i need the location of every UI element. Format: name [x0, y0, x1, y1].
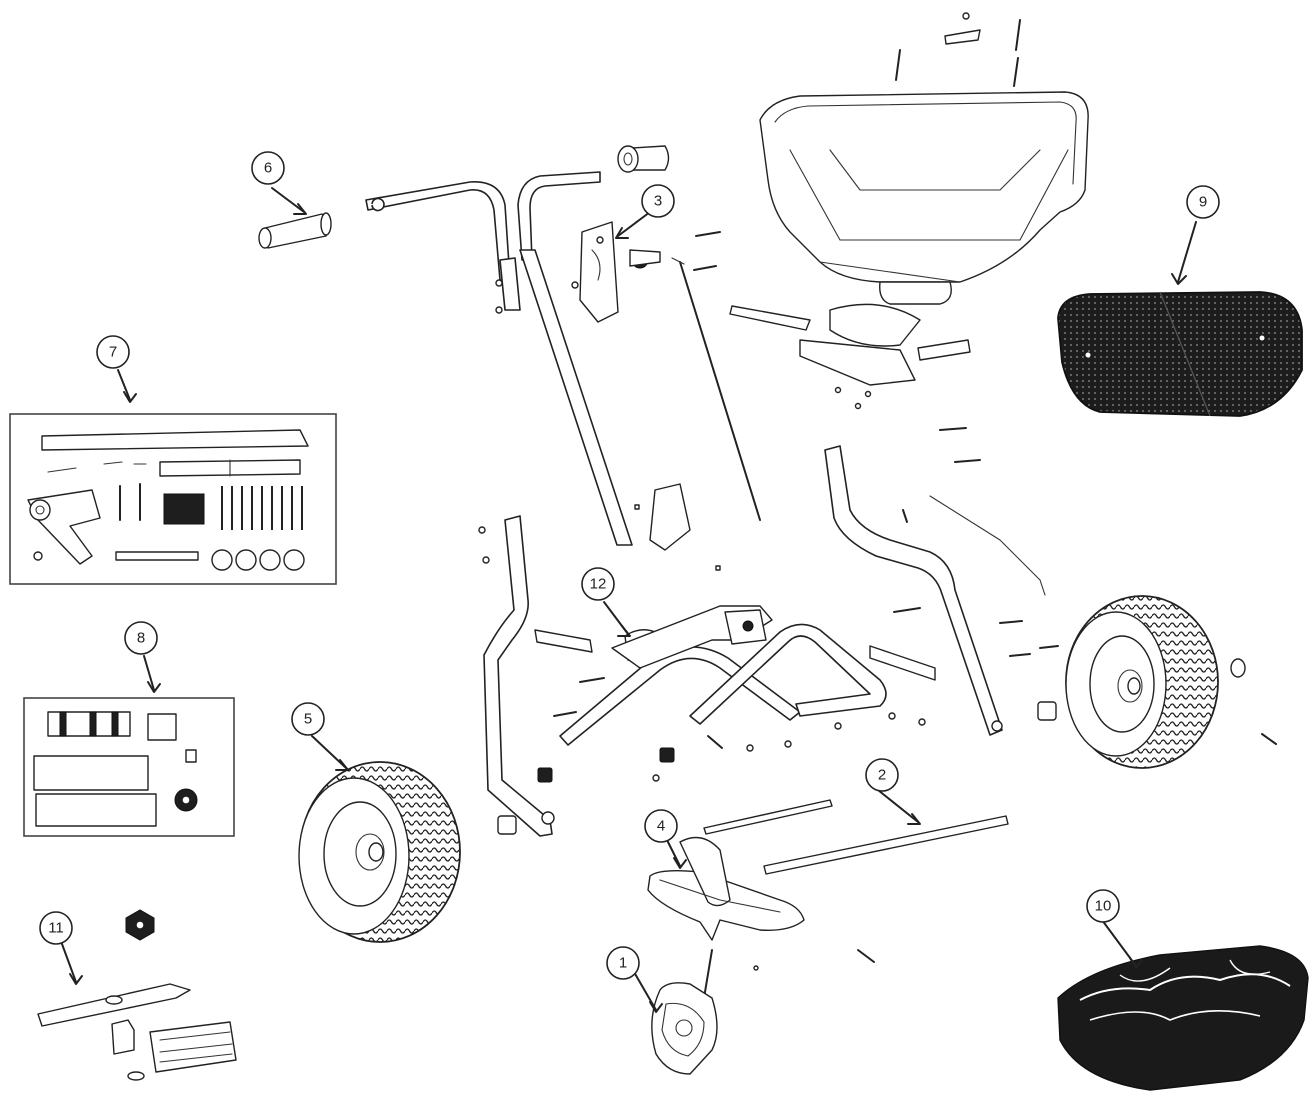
spinner-4	[647, 836, 805, 941]
callout-6: 6	[251, 151, 285, 185]
callout-10-label: 10	[1095, 898, 1112, 915]
rate-rod	[671, 231, 761, 521]
callout-1-label: 1	[619, 955, 627, 972]
hardware-nuts	[497, 658, 1246, 835]
hopper-bolts	[895, 12, 1021, 87]
callout-3-label: 3	[654, 193, 662, 210]
wheel-right	[1065, 595, 1219, 769]
callout-11: 11	[39, 911, 73, 945]
callout-5: 5	[291, 702, 325, 736]
callout-10: 10	[1086, 889, 1120, 923]
rain-cover-10	[1057, 945, 1309, 1091]
handle-grip-right	[617, 145, 670, 173]
handle-tube	[365, 171, 633, 546]
gearbox-support-12	[611, 605, 773, 669]
callout-5-label: 5	[304, 711, 312, 728]
callout-6-label: 6	[264, 160, 272, 177]
callout-3: 3	[641, 184, 675, 218]
frame-cross	[534, 623, 936, 746]
callout-8: 8	[124, 621, 158, 655]
leader-lines	[61, 187, 1197, 1013]
grip-6	[258, 212, 332, 249]
callout-7-label: 7	[109, 344, 117, 361]
callout-9: 9	[1186, 185, 1220, 219]
callout-1: 1	[606, 946, 640, 980]
hopper	[759, 91, 1089, 305]
callout-4-label: 4	[657, 818, 665, 835]
hardware-kit-8	[23, 697, 235, 837]
callout-9-label: 9	[1199, 194, 1207, 211]
frame-left-leg	[478, 515, 555, 837]
callout-7: 7	[96, 335, 130, 369]
shutoff-plates	[729, 303, 971, 410]
callout-2: 2	[865, 758, 899, 792]
callout-11-label: 11	[48, 920, 64, 937]
gearbox-1	[651, 949, 718, 1075]
frame-bolts	[553, 427, 1277, 971]
callout-4: 4	[644, 809, 678, 843]
deflector-9	[1057, 291, 1303, 417]
callout-12: 12	[581, 567, 615, 601]
wheel-5	[298, 761, 461, 943]
callout-8-label: 8	[137, 630, 145, 647]
gate-bracket	[634, 483, 721, 571]
axle-2	[703, 799, 1009, 875]
hardware-kit-7	[9, 413, 337, 585]
callout-2-label: 2	[878, 767, 886, 784]
frame-right-leg	[824, 445, 1003, 736]
rate-control-3	[571, 221, 661, 323]
callout-12-label: 12	[590, 576, 607, 593]
agitator-kit-11	[37, 909, 237, 1081]
